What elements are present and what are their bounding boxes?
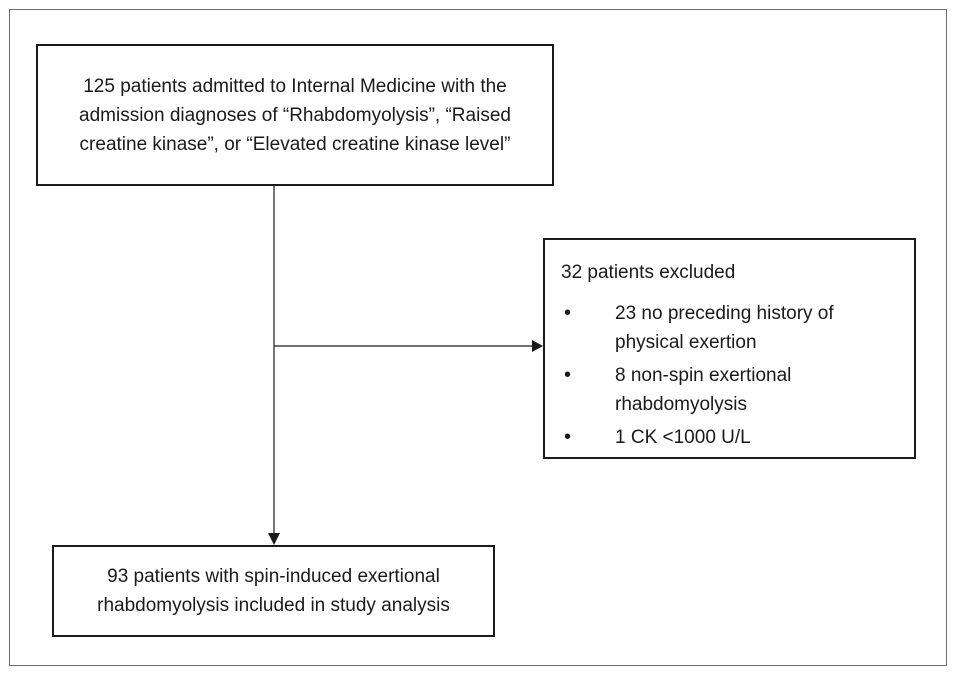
figure-frame bbox=[9, 9, 947, 666]
included-patients-text: 93 patients with spin-induced exertional… bbox=[97, 562, 450, 620]
admitted-patients-text: 125 patients admitted to Internal Medici… bbox=[79, 72, 511, 159]
exclusion-reason-2-line-1: 8 non-spin exertional bbox=[615, 365, 792, 386]
bullet-icon: • bbox=[564, 364, 572, 386]
exclusion-reason-item: • 23 no preceding history of physical ex… bbox=[561, 299, 900, 357]
exclusion-reason-1-line-2: physical exertion bbox=[615, 332, 757, 353]
exclusion-reason-1-line-1: 23 no preceding history of bbox=[615, 303, 834, 324]
down-arrowhead bbox=[268, 533, 280, 545]
excluded-patients-box: 32 patients excluded • 23 no preceding h… bbox=[543, 238, 916, 459]
included-line-2: rhabdomyolysis included in study analysi… bbox=[97, 595, 450, 616]
bullet-icon: • bbox=[564, 302, 572, 324]
admitted-line-2: admission diagnoses of “Rhabdomyolysis”,… bbox=[79, 104, 511, 126]
included-patients-box: 93 patients with spin-induced exertional… bbox=[52, 545, 495, 637]
bullet-icon: • bbox=[564, 426, 572, 448]
excluded-title: 32 patients excluded bbox=[561, 262, 736, 283]
admitted-line-3: creatine kinase”, or “Elevated creatine … bbox=[79, 133, 511, 155]
exclusion-reasons-list: • 23 no preceding history of physical ex… bbox=[561, 299, 900, 452]
included-line-1: 93 patients with spin-induced exertional bbox=[107, 566, 440, 587]
admitted-line-1: 125 patients admitted to Internal Medici… bbox=[83, 75, 507, 97]
admitted-patients-box: 125 patients admitted to Internal Medici… bbox=[36, 44, 554, 186]
right-arrowhead bbox=[532, 340, 543, 352]
exclusion-reason-item: • 8 non-spin exertional rhabdomyolysis bbox=[561, 361, 900, 419]
exclusion-reason-2-line-2: rhabdomyolysis bbox=[615, 394, 747, 415]
exclusion-reason-3-line-1: 1 CK <1000 U/L bbox=[615, 427, 751, 448]
exclusion-reason-item: • 1 CK <1000 U/L bbox=[561, 423, 900, 452]
